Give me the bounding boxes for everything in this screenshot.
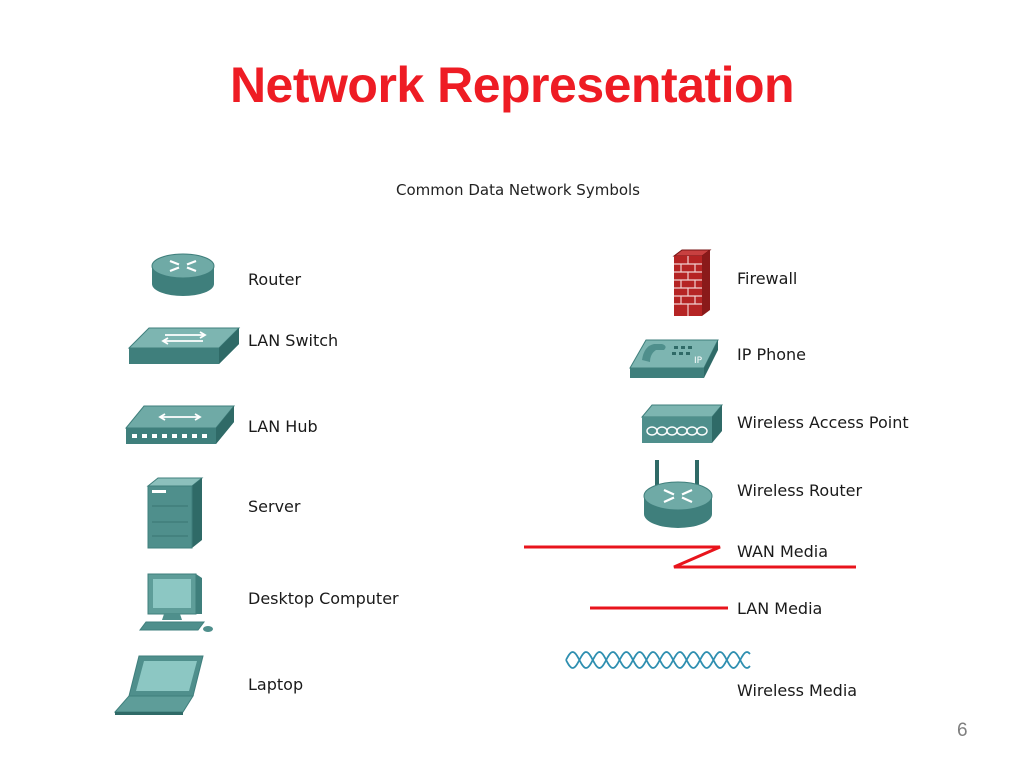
ip-phone-icon-text: IP [694,356,703,366]
wireless-router-label: Wireless Router [737,481,863,500]
page-title: Network Representation [229,57,795,113]
diagram-subtitle: Common Data Network Symbols [396,181,640,199]
lan-switch-label: LAN Switch [248,331,339,350]
wireless-router-icon [643,460,713,528]
wireless-access-point-icon [640,404,724,443]
router-icon [151,253,215,296]
ip-phone-label: IP Phone [737,345,807,364]
wan-media-label: WAN Media [737,542,828,561]
wireless-media-icon [565,651,751,669]
server-icon [146,477,204,549]
wireless-media-label: Wireless Media [737,681,858,700]
lan-media-label: LAN Media [737,599,823,618]
desktop-computer-icon [139,573,213,632]
firewall-label: Firewall [737,269,798,288]
ip-phone-icon: IP [629,339,719,378]
lan-switch-icon [127,327,241,364]
firewall-icon [672,249,712,316]
desktop-computer-label: Desktop Computer [248,589,399,608]
lan-hub-icon [124,405,236,444]
lan-media-icon [590,606,728,610]
server-label: Server [248,497,301,516]
router-label: Router [248,270,302,289]
wan-media-icon [524,545,856,569]
laptop-icon [113,655,204,715]
laptop-label: Laptop [248,675,304,694]
page-number: 6 [957,720,968,741]
wireless-access-point-label: Wireless Access Point [737,413,909,432]
lan-hub-label: LAN Hub [248,417,318,436]
